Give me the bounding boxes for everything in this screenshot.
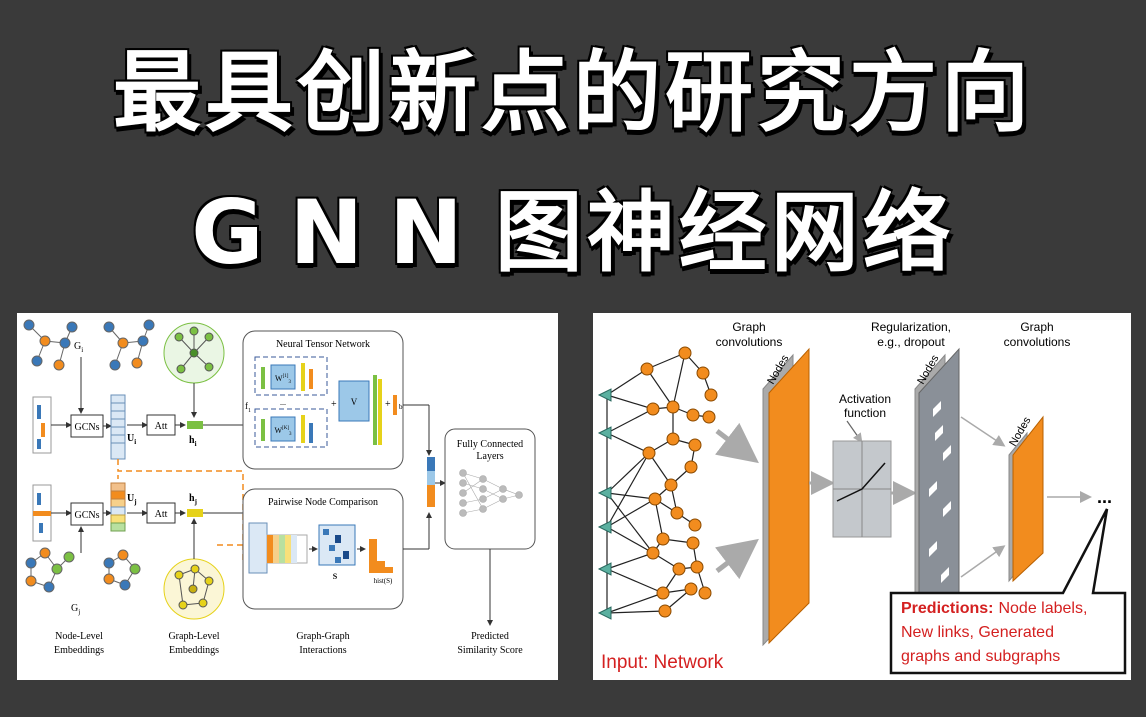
ntn-w1-slice [254, 356, 328, 396]
graph-gj-bottom-right [103, 549, 141, 591]
embedding-ui [110, 394, 126, 460]
caption-predicted-1: Predicted [471, 631, 509, 642]
caption-graph-level-2: Embeddings [169, 645, 219, 656]
caption-graph-graph-1: Graph-Graph [296, 631, 349, 642]
w1-label: W[1]3 [275, 374, 291, 385]
pnc-node-matrix [248, 522, 308, 574]
att-top-label: Att [155, 421, 168, 432]
predictions-line-1: Predictions:Node labels, [901, 600, 1087, 617]
b-label: b [399, 403, 403, 411]
ntn-ellipsis: ... [280, 398, 286, 407]
svg-text:+: + [331, 399, 337, 410]
predictions-line-2: New links, Generated [901, 624, 1054, 641]
input-network-triangles [597, 388, 612, 620]
gj-label: Gj [71, 603, 80, 616]
caption-node-level-2: Embeddings [54, 645, 104, 656]
predictions-callout [889, 508, 1127, 675]
hj-label: hj [189, 493, 197, 506]
wk-label: W[K]3 [274, 426, 292, 437]
caption-node-level-1: Node-Level [55, 631, 103, 642]
caption-predicted-2: Similarity Score [457, 645, 523, 656]
uj-label: Uj [127, 493, 137, 506]
ntn-title: Neural Tensor Network [276, 339, 370, 350]
title-line-2: GNN图神经网络 [0, 178, 1146, 288]
caption-graph-graph-2: Interactions [299, 645, 346, 656]
graph-conv-2-label-a: Graph [1020, 320, 1053, 334]
output-dots: ... [1097, 487, 1112, 507]
hj-vector [187, 509, 203, 517]
f1-label: f1 [245, 401, 251, 414]
gi-label: Gi [74, 341, 83, 354]
gcn-pipeline-panel: Graph convolutions Nodes Activation func… [593, 313, 1131, 680]
activation-label-1: Activation [839, 392, 891, 406]
ntn-wk-slice [254, 408, 328, 448]
graph-conv-1-label-a: Graph [732, 320, 765, 334]
graph-gi-top-right [103, 319, 155, 371]
v-label: V [351, 397, 358, 407]
histogram [369, 539, 393, 573]
simgnn-diagram-panel: Gi GCNs Ui Att hi [17, 313, 558, 680]
svg-text:+: + [385, 399, 391, 410]
input-label: Input:Network [601, 652, 724, 673]
graph-conv-1-label-b: convolutions [716, 335, 783, 349]
input-network-nodes [640, 346, 718, 618]
graph-conv-2-label-b: convolutions [1004, 335, 1071, 349]
hist-label: hist(S) [374, 577, 393, 585]
input-network-graph [606, 352, 712, 614]
title-graph-neural-network: 图神经网络 [494, 181, 955, 284]
s-label: S [333, 572, 338, 581]
dropout-holes [929, 401, 951, 583]
fc-title-1: Fully Connected [457, 439, 523, 450]
title-gnn: GNN [191, 181, 489, 284]
activation-label-2: function [844, 406, 886, 420]
title-line-1: 最具创新点的研究方向 [112, 41, 1033, 144]
fc-title-2: Layers [476, 451, 503, 462]
pnc-title: Pairwise Node Comparison [268, 497, 378, 508]
regularization-label-1: Regularization, [871, 320, 951, 334]
activation-curve [836, 462, 886, 502]
graph-gi-top-left [23, 319, 78, 371]
node-features-top [32, 396, 52, 454]
gcn-pipeline-diagram: Graph convolutions Nodes Activation func… [597, 320, 1127, 675]
caption-graph-level-1: Graph-Level [168, 631, 219, 642]
embedding-uj [110, 482, 126, 532]
ui-label: Ui [127, 433, 136, 446]
conv-layer-1 [768, 347, 810, 645]
predictions-line-3: graphs and subgraphs [901, 648, 1060, 665]
simgnn-diagram: Gi GCNs Ui Att hi [23, 319, 536, 656]
hi-label: hi [189, 435, 197, 448]
node-features-bottom [32, 484, 52, 542]
att-bottom-label: Att [155, 509, 168, 520]
graph-gj-bottom-left [25, 547, 75, 593]
gcns-bottom-label: GCNs [74, 510, 99, 521]
hi-vector [187, 421, 203, 429]
gcns-bottom-box [70, 502, 104, 526]
concat-vector [427, 457, 435, 507]
conv-layer-2 [1012, 415, 1044, 583]
similarity-matrix-s [318, 524, 356, 566]
regularization-label-2: e.g., dropout [877, 335, 945, 349]
v-matrix [338, 380, 370, 422]
graph-gj-circle-nodes [174, 564, 214, 610]
graph-gi-circle-nodes [174, 326, 214, 374]
gcns-top-label: GCNs [74, 422, 99, 433]
fc-network [459, 469, 523, 517]
